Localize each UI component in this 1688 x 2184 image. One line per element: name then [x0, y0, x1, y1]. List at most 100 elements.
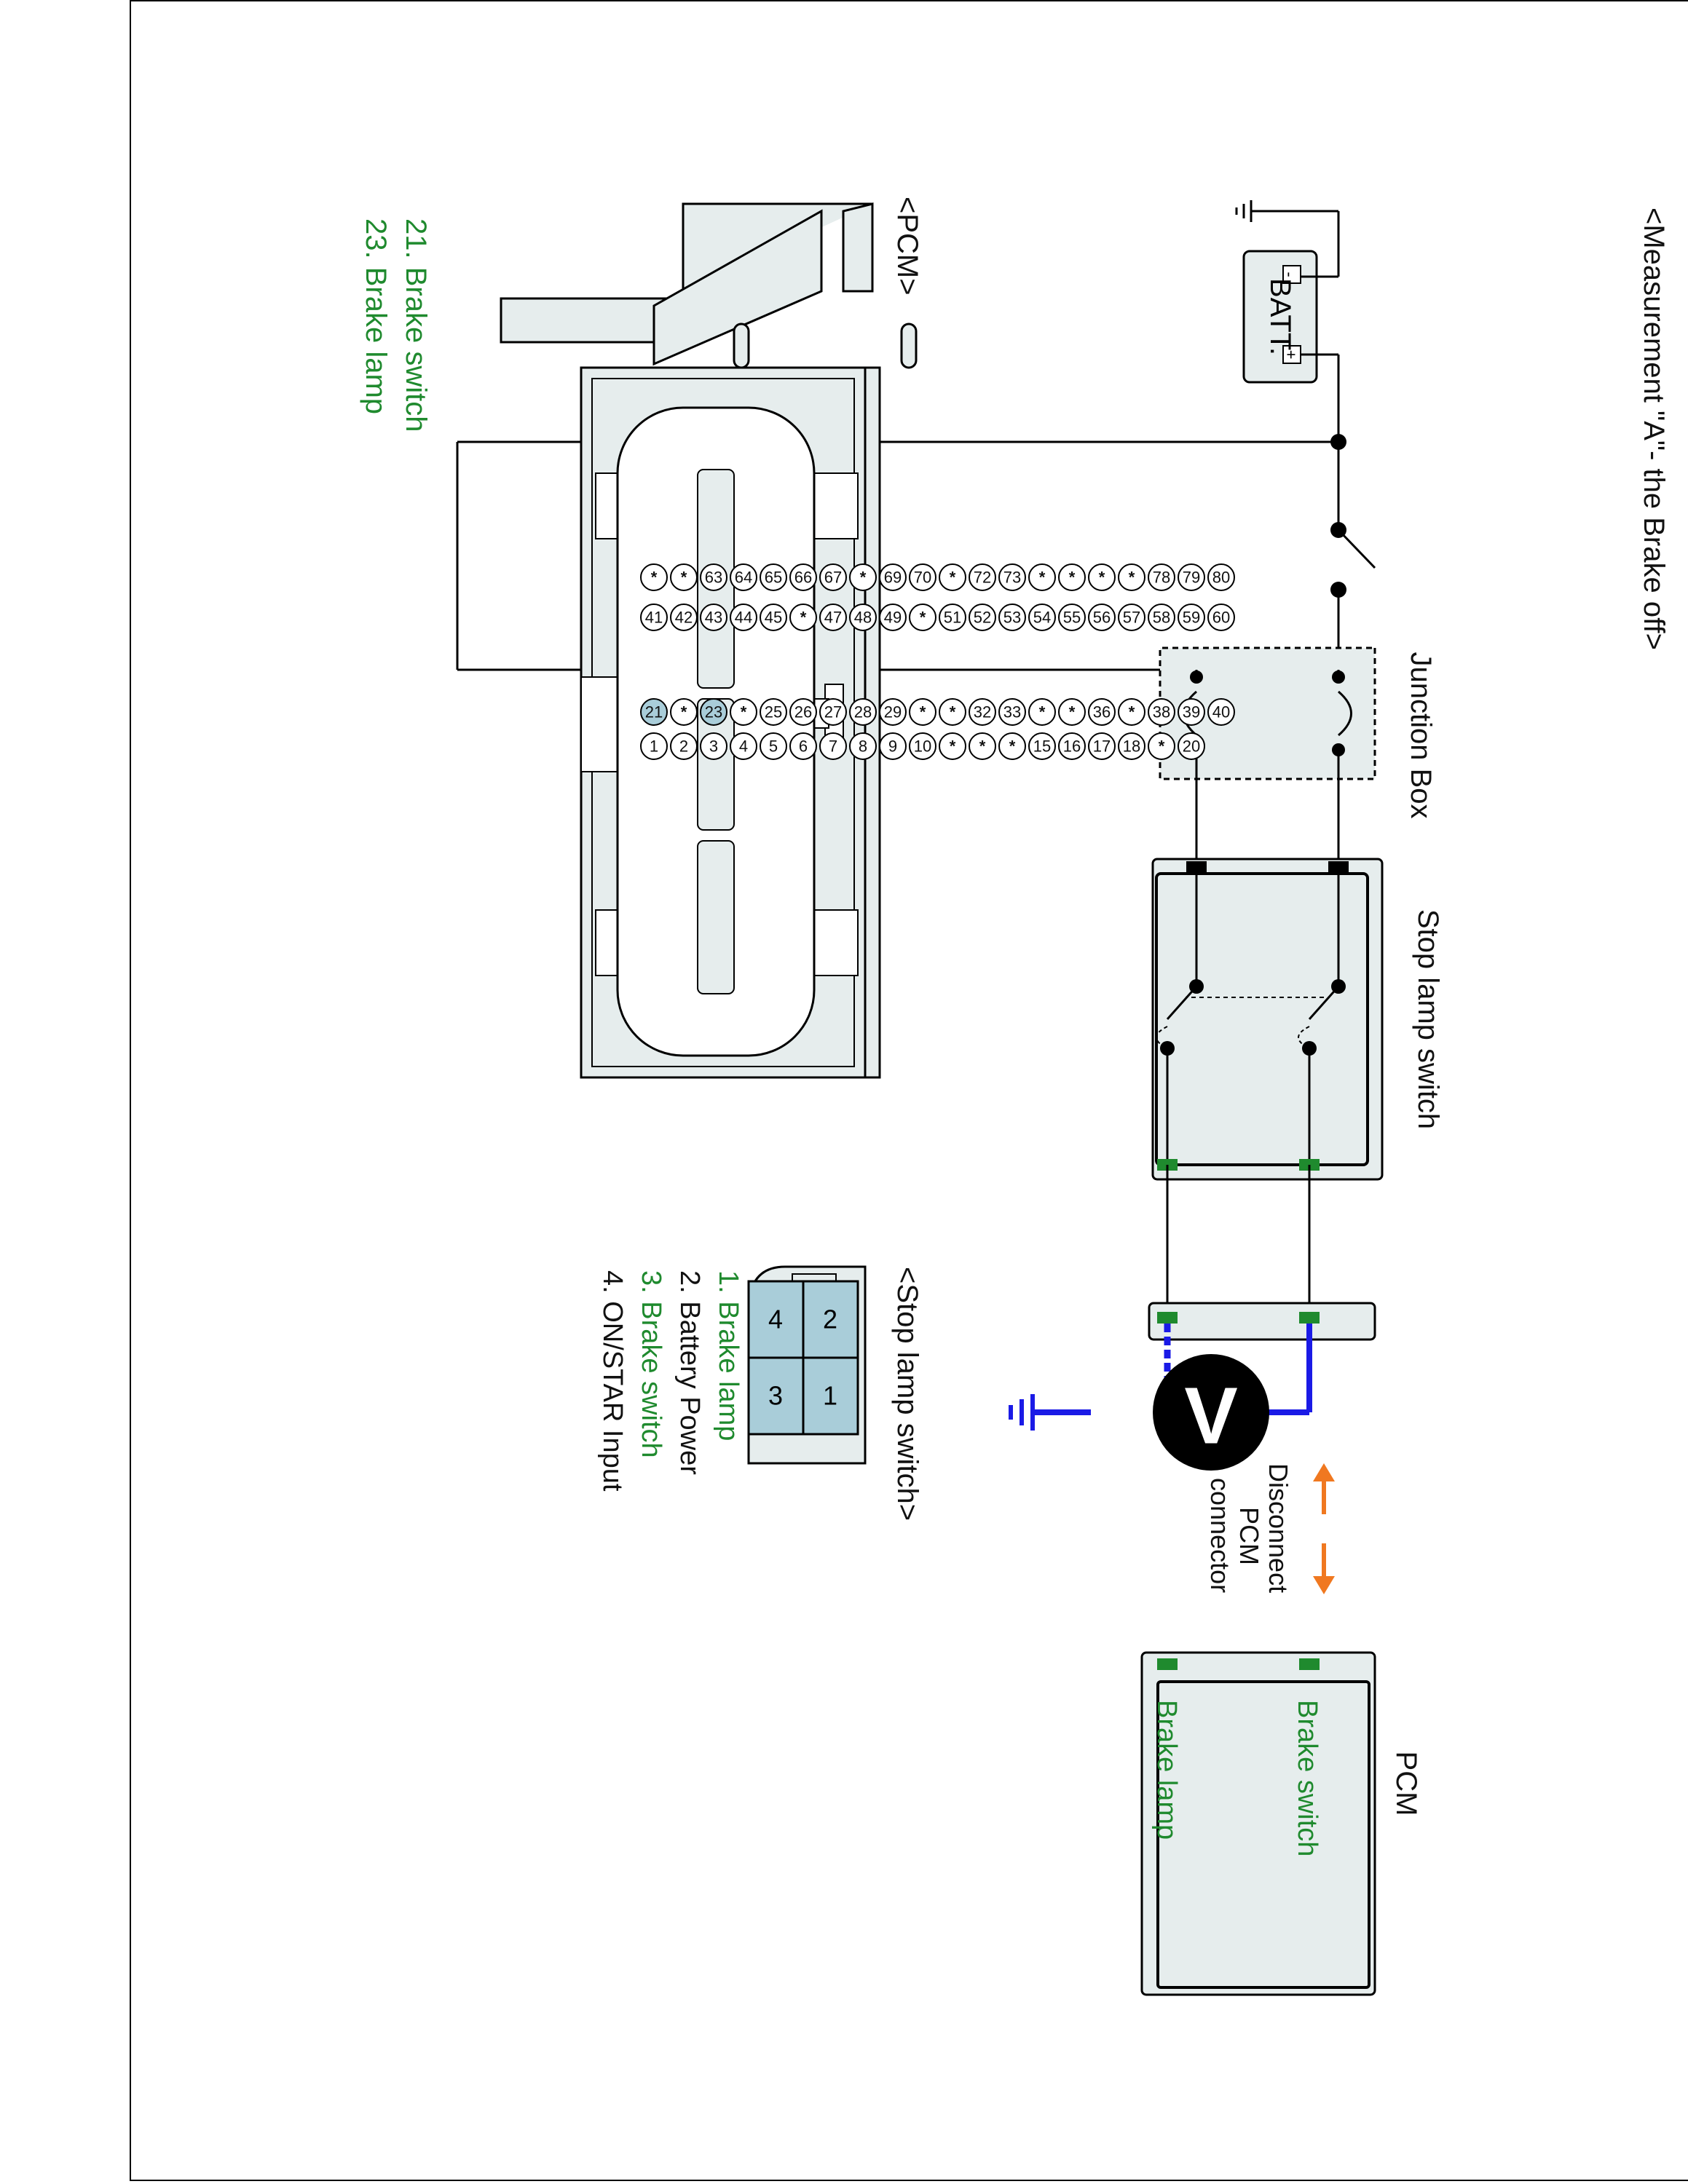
svg-text:67: 67 [824, 569, 842, 587]
svg-text:*: * [950, 569, 956, 587]
svg-text:15: 15 [1033, 737, 1051, 756]
pcm-pin: * [1058, 563, 1086, 591]
pcm-pin: * [1118, 698, 1145, 726]
svg-text:3: 3 [768, 1381, 783, 1411]
svg-text:7: 7 [829, 737, 837, 756]
svg-text:66: 66 [794, 569, 812, 587]
stop-lamp-switch-label: Stop lamp switch [1412, 909, 1444, 1129]
pcm-pin: 4 [730, 732, 757, 760]
svg-text:78: 78 [1153, 569, 1170, 587]
pcm-pin: 29 [879, 698, 907, 726]
svg-text:17: 17 [1093, 737, 1111, 756]
stop-lamp-legend: 1. Brake lamp 2. Battery Power 3. Brake … [597, 1270, 744, 1492]
svg-text:4: 4 [739, 737, 748, 756]
stop-legend-item: 4. ON/STAR Input [597, 1270, 628, 1492]
svg-text:*: * [1039, 703, 1046, 721]
svg-text:40: 40 [1212, 703, 1230, 721]
svg-text:26: 26 [794, 703, 812, 721]
svg-text:44: 44 [735, 609, 752, 627]
svg-text:*: * [1069, 569, 1076, 587]
disconnect-line1: Disconnect [1263, 1463, 1293, 1593]
pcm-pin: * [939, 563, 966, 591]
pcm-pin: 51 [939, 604, 966, 631]
svg-text:-: - [1281, 272, 1299, 277]
battery: - + BATT. [1235, 200, 1340, 442]
svg-text:27: 27 [824, 703, 842, 721]
pcm-legend-23: 23. Brake lamp [360, 218, 392, 414]
pcm-pin: 48 [849, 604, 877, 631]
svg-text:*: * [860, 569, 867, 587]
pcm-pin: 72 [969, 563, 996, 591]
pcm-pin: * [1118, 563, 1145, 591]
svg-text:64: 64 [735, 569, 752, 587]
pcm-pin: 27 [819, 698, 847, 726]
pcm-brake-lamp-label: Brake lamp [1151, 1700, 1182, 1840]
pcm-pin: * [670, 698, 698, 726]
svg-text:1: 1 [650, 737, 658, 756]
svg-text:73: 73 [1003, 569, 1021, 587]
pcm-pin: 45 [760, 604, 787, 631]
svg-text:5: 5 [769, 737, 778, 756]
pcm-pin: 41 [640, 604, 668, 631]
pcm-pin: * [1058, 698, 1086, 726]
svg-text:59: 59 [1183, 609, 1200, 627]
svg-text:*: * [1099, 569, 1105, 587]
pcm-pin: 42 [670, 604, 698, 631]
pcm-pin: 21 [640, 698, 668, 726]
pcm-pin: * [1148, 732, 1175, 760]
svg-text:43: 43 [705, 609, 722, 627]
svg-text:20: 20 [1183, 737, 1200, 756]
pcm-pin: 3 [700, 732, 727, 760]
svg-text:4: 4 [768, 1305, 783, 1334]
svg-text:65: 65 [765, 569, 782, 587]
pcm-pin: 26 [789, 698, 817, 726]
svg-text:42: 42 [675, 609, 693, 627]
pcm-pin: * [730, 698, 757, 726]
pcm-pin: 49 [879, 604, 907, 631]
svg-text:70: 70 [914, 569, 931, 587]
svg-text:29: 29 [884, 703, 902, 721]
pcm-pin: * [998, 732, 1026, 760]
svg-text:2: 2 [823, 1305, 837, 1334]
svg-text:72: 72 [974, 569, 991, 587]
svg-text:18: 18 [1123, 737, 1140, 756]
pcm-legend-21: 21. Brake switch [400, 218, 432, 432]
pcm-pin: 38 [1148, 698, 1175, 726]
pcm-pin: 9 [879, 732, 907, 760]
stop-lamp-switch: Stop lamp switch [1151, 858, 1444, 1181]
svg-text:*: * [800, 609, 807, 627]
pcm-pin: * [909, 604, 936, 631]
pcm-pin: 52 [969, 604, 996, 631]
svg-text:*: * [1159, 737, 1165, 756]
svg-text:*: * [1129, 703, 1135, 721]
pcm-pin: 5 [760, 732, 787, 760]
pcm-pin: 64 [730, 563, 757, 591]
measurement-title: <Measurement "A"- the Brake off> [1638, 207, 1670, 650]
pcm-pin: 58 [1148, 604, 1175, 631]
pcm-pin: 1 [640, 732, 668, 760]
voltmeter-label: V [1184, 1372, 1237, 1461]
pcm-pin: * [670, 563, 698, 591]
pcm-pin: 65 [760, 563, 787, 591]
pcm-pin: * [1028, 698, 1056, 726]
svg-text:16: 16 [1063, 737, 1081, 756]
svg-text:33: 33 [1003, 703, 1021, 721]
svg-text:9: 9 [888, 737, 897, 756]
svg-text:53: 53 [1003, 609, 1021, 627]
pcm-pin: 78 [1148, 563, 1175, 591]
pcm-pin: 67 [819, 563, 847, 591]
pcm-pin: 6 [789, 732, 817, 760]
stop-legend-item: 1. Brake lamp [713, 1270, 744, 1441]
stop-legend-item: 3. Brake switch [636, 1270, 666, 1458]
svg-text:57: 57 [1123, 609, 1140, 627]
pcm-pin: 2 [670, 732, 698, 760]
pcm-pin: * [969, 732, 996, 760]
svg-text:*: * [1069, 703, 1076, 721]
pcm-pin: 66 [789, 563, 817, 591]
arrow-right-icon [1313, 1576, 1335, 1594]
pcm-pin: * [909, 698, 936, 726]
svg-text:23: 23 [705, 703, 722, 721]
pcm-pin: 55 [1058, 604, 1086, 631]
pcm-pin: 69 [879, 563, 907, 591]
